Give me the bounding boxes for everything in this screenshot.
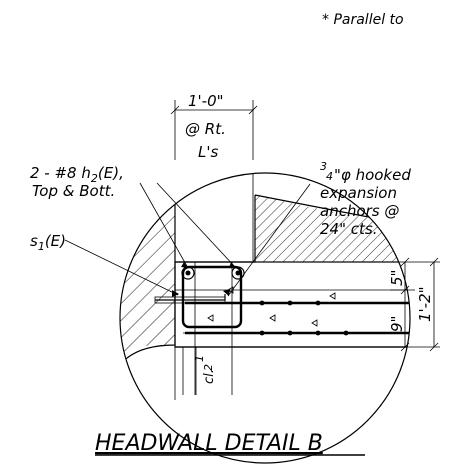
top-dimension	[170, 100, 258, 160]
bars-label: 2 - #8 h2(E),	[30, 164, 124, 185]
right-dimensions	[390, 257, 440, 352]
anchor-fraction-num: 3	[320, 160, 327, 173]
anchor-line2: expansion	[320, 184, 397, 202]
parallel-note: * Parallel to	[322, 12, 404, 28]
top-dim-value: 1'-0"	[188, 92, 224, 110]
clear-dimension	[182, 332, 215, 395]
dim-total: 1'-2"	[416, 286, 434, 322]
rebar-dots	[259, 300, 349, 336]
anchor-line1: "φ hooked	[334, 166, 411, 184]
bars-label-line2: Top & Bott.	[32, 182, 115, 200]
clear-den: 2	[202, 364, 215, 371]
headwall-step	[175, 195, 256, 263]
top-dim-at: @ Rt.	[185, 120, 226, 138]
ground-hatch	[255, 195, 410, 262]
anchor-line4: 24" cts.	[320, 220, 377, 238]
s1-label: s1(E)	[30, 232, 66, 253]
h2-bar-left	[181, 266, 195, 280]
dim-lower: 9"	[388, 316, 406, 332]
anchor-line3: anchors @	[320, 202, 399, 220]
aggregate-marks	[207, 286, 336, 327]
top-dim-ls: L's	[198, 143, 218, 161]
anchor-fraction-den: 4	[326, 170, 333, 183]
clear-cl: cl.	[202, 369, 217, 384]
dim-upper: 5"	[388, 270, 406, 286]
clear-num: 1	[193, 355, 206, 362]
detail-title: HEADWALL DETAIL B	[95, 431, 323, 456]
leader-lines	[64, 182, 311, 297]
